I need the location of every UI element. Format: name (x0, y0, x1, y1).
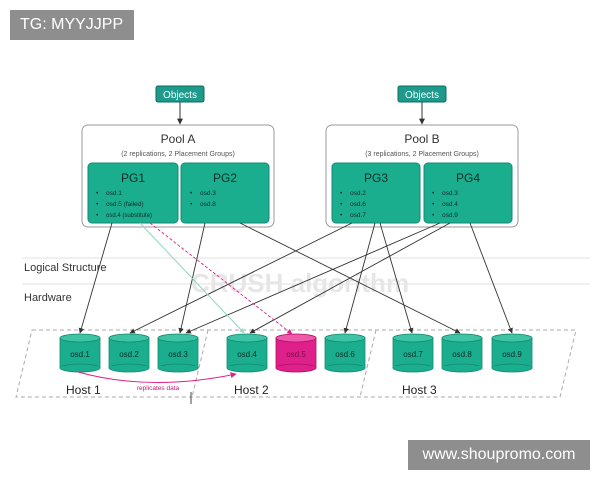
osd-label: osd.7 (403, 350, 423, 359)
osd-layer: osd.1 osd.2 osd.3 osd.4 osd.5 osd.6 osd.7 osd.8… (59, 333, 533, 373)
osd-disk: osd.8 (441, 333, 483, 373)
svg-text:•: • (96, 190, 99, 197)
pg3-title: PG3 (364, 171, 388, 185)
pg2-title: PG2 (213, 171, 237, 185)
pg4: PG4 • osd.3 • osd.4 • osd.9 (423, 162, 513, 224)
logical-structure-label: Logical Structure (24, 262, 107, 274)
osd-disk: osd.9 (491, 333, 533, 373)
osd-disk: osd.7 (392, 333, 434, 373)
host-divider (359, 329, 377, 398)
host-divider (191, 329, 209, 398)
pool-a-subtitle: (2 replications, 2 Placement Groups) (121, 151, 235, 158)
pg2-osd-item: osd.3 (200, 190, 216, 197)
replicates-label: replicates data (137, 385, 180, 392)
pg1-osd-item: osd.5 (failed) (106, 201, 144, 208)
svg-text:•: • (340, 201, 343, 208)
osd-disk: osd.4 (226, 333, 268, 373)
objects-box-a: Objects (155, 85, 205, 103)
pg1: PG1 • osd.1 • osd.5 (failed) • osd.4 (su… (87, 162, 179, 224)
osd-disk: osd.3 (157, 333, 199, 373)
svg-text:•: • (96, 201, 99, 208)
svg-text:Objects: Objects (163, 90, 197, 101)
watermark-bottom: www.shoupromo.com (408, 440, 590, 470)
pg1-osd-item: osd.4 (substitute) (106, 213, 152, 219)
osd-label: osd.9 (502, 350, 522, 359)
osd-label: osd.2 (119, 350, 139, 359)
svg-text:•: • (190, 201, 193, 208)
osd-label: osd.8 (452, 350, 472, 359)
failed-arrow (149, 222, 293, 335)
pg3-osd-item: osd.2 (350, 190, 366, 197)
osd-label: osd.6 (335, 350, 355, 359)
osd-failed: osd.5 (275, 333, 317, 373)
objects-box-b: Objects (397, 85, 447, 103)
pg4-osd-item: osd.4 (442, 201, 458, 208)
osd-disk: osd.2 (108, 333, 150, 373)
pg4-osd-item: osd.3 (442, 190, 458, 197)
replicates-arrow (77, 371, 237, 384)
osd-label: osd.3 (168, 350, 188, 359)
mapping-arrows (78, 222, 513, 334)
hardware-label: Hardware (24, 292, 72, 304)
pg2: PG2 • osd.3 • osd.8 (180, 162, 270, 224)
osd-label: osd.1 (70, 350, 90, 359)
pg1-title: PG1 (121, 171, 145, 185)
watermark-top: TG: MYYJJPP (10, 10, 134, 40)
svg-text:•: • (340, 212, 343, 219)
svg-text:•: • (432, 201, 435, 208)
host-2-label: Host 2 (234, 383, 269, 397)
osd-label: osd.4 (237, 350, 257, 359)
pg3-osd-item: osd.7 (350, 212, 366, 219)
pg2-osd-item: osd.8 (200, 201, 216, 208)
pool-b-title: Pool B (404, 132, 439, 146)
svg-text:•: • (432, 212, 435, 219)
svg-text:•: • (96, 212, 99, 219)
pool-b-subtitle: (3 replications, 2 Placement Groups) (365, 151, 479, 158)
svg-text:•: • (340, 190, 343, 197)
pg3: PG3 • osd.2 • osd.6 • osd.7 (331, 162, 421, 224)
osd-disk: osd.1 (59, 333, 101, 373)
svg-text:•: • (190, 190, 193, 197)
svg-text:•: • (432, 190, 435, 197)
pool-a-title: Pool A (161, 132, 196, 146)
substitute-arrow (139, 222, 245, 334)
pg4-title: PG4 (456, 171, 480, 185)
pg4-osd-item: osd.9 (442, 212, 458, 219)
crush-algorithm-label: CRUSH algorithm (191, 268, 409, 298)
pg1-osd-item: osd.1 (106, 190, 122, 197)
svg-text:Objects: Objects (405, 90, 439, 101)
host-1-label: Host 1 (66, 383, 101, 397)
host-3-label: Host 3 (402, 383, 437, 397)
hardware-outline (15, 329, 577, 398)
osd-disk: osd.6 (324, 333, 366, 373)
osd-label: osd.5 (286, 350, 306, 359)
pg3-osd-item: osd.6 (350, 201, 366, 208)
